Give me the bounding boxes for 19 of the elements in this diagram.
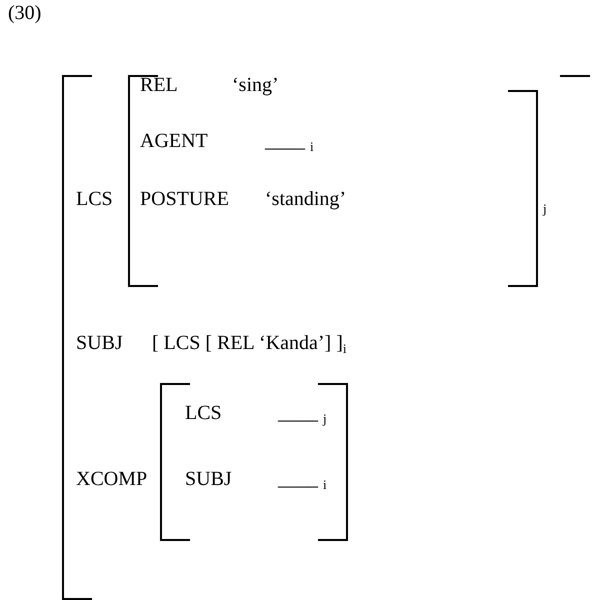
feature-name: LCS — [185, 402, 222, 424]
example-number: (30) — [8, 2, 42, 24]
feature-value: SUBJ — [76, 332, 123, 354]
feature-value: LCS — [76, 188, 113, 210]
feature-name: POSTURE — [140, 188, 229, 210]
feature-value: [ LCS [ REL ‘Kanda’] ]$_{i}$ — [152, 332, 346, 358]
feature-value: ‘standing’ — [265, 188, 346, 210]
feature-value: ____ $_{j}$ — [278, 402, 327, 428]
attribute-value-matrix — [62, 75, 592, 600]
feature-value: ____ $_{i}$ — [265, 130, 314, 156]
feature-name: REL — [140, 74, 178, 96]
feature-name: SUBJ — [185, 468, 232, 490]
subscript-index: j — [543, 200, 547, 218]
attribute-value-matrix — [128, 75, 540, 287]
feature-name: AGENT — [140, 130, 208, 152]
feature-value: XCOMP — [76, 468, 148, 490]
attribute-value-matrix — [160, 383, 350, 541]
feature-value: ____ $_{i}$ — [278, 468, 327, 494]
feature-value: ‘sing’ — [232, 74, 279, 96]
